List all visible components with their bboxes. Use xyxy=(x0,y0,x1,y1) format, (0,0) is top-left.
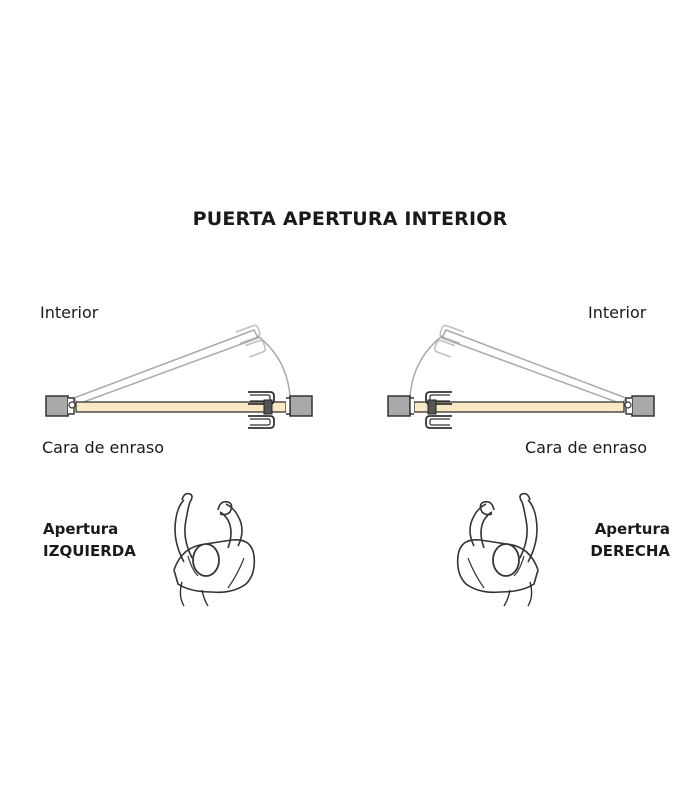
left-handle-bottom-icon xyxy=(247,415,275,429)
left-opening-line1: Apertura xyxy=(43,520,119,538)
diagram-title: PUERTA APERTURA INTERIOR xyxy=(192,208,508,230)
left-opening-line2: IZQUIERDA xyxy=(43,542,136,560)
left-door-plan xyxy=(45,324,313,429)
right-frame-jamb-a xyxy=(631,395,655,417)
right-opening-line2: DERECHA xyxy=(590,542,670,560)
left-frame-jamb-a xyxy=(45,395,69,417)
right-handle-bottom-icon xyxy=(425,415,453,429)
right-swing-arc xyxy=(409,335,443,399)
right-opening-line1: Apertura xyxy=(594,520,670,538)
left-hinge-icon xyxy=(68,401,76,409)
right-face-label: Cara de enraso xyxy=(525,438,648,457)
left-face-label: Cara de enraso xyxy=(42,438,165,457)
right-interior-label: Interior xyxy=(588,303,647,322)
left-lock-icon xyxy=(263,399,273,415)
left-person-icon xyxy=(173,492,256,607)
left-opening-label: Apertura IZQUIERDA xyxy=(43,518,136,562)
right-open-door-ghost xyxy=(440,329,628,405)
right-frame-jamb-b xyxy=(387,395,411,417)
left-interior-label: Interior xyxy=(40,303,99,322)
right-lock-icon xyxy=(427,399,437,415)
right-door-plan xyxy=(387,324,655,429)
right-person-icon xyxy=(456,492,539,607)
right-opening-label: Apertura DERECHA xyxy=(590,518,670,562)
right-hinge-icon xyxy=(624,401,632,409)
left-swing-arc xyxy=(257,335,291,399)
left-frame-jamb-b xyxy=(289,395,313,417)
left-open-door-ghost xyxy=(72,329,260,405)
